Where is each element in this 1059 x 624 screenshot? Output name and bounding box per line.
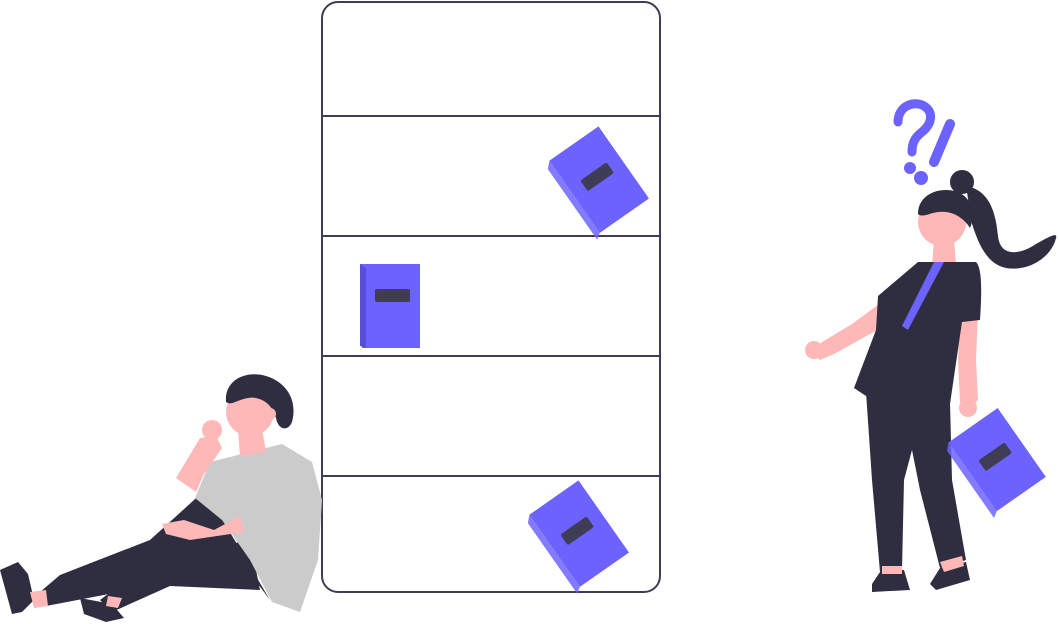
woman-shirt [854, 262, 982, 404]
book-icon [527, 480, 629, 594]
standing-woman [805, 170, 1057, 592]
man-arm [162, 516, 244, 540]
woman-legs [866, 392, 966, 572]
book-icon [947, 408, 1046, 518]
woman-shoe [872, 570, 910, 592]
man-shoe [80, 598, 124, 622]
man-shirt [195, 444, 322, 612]
woman-arm [958, 300, 978, 410]
exclamation-mark-icon [914, 119, 955, 185]
woman-ponytail [966, 186, 1057, 269]
woman-hair [918, 190, 973, 228]
man-arm [176, 436, 222, 492]
bag-strap [902, 262, 944, 330]
book-icon [547, 126, 649, 240]
man-shoe [0, 562, 34, 614]
book-icon [360, 264, 420, 348]
man-hair [225, 374, 294, 429]
question-mark-icon [893, 99, 935, 174]
man-leg [40, 490, 270, 606]
sitting-man [0, 374, 322, 622]
woman-shoe [930, 562, 970, 590]
